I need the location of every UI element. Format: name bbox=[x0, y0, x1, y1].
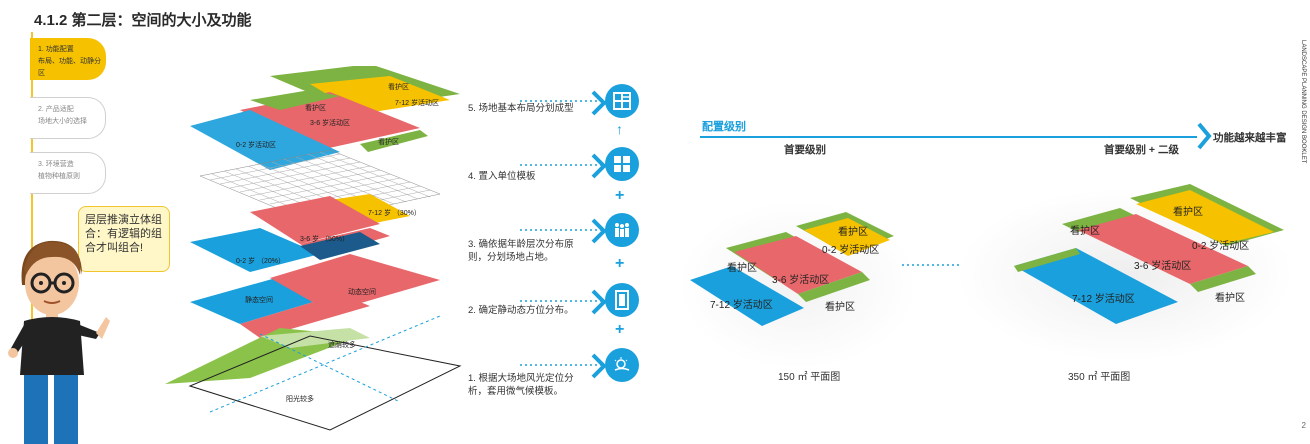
static-label: 静态空间 bbox=[245, 297, 273, 304]
zone-label: 看护区 bbox=[1070, 226, 1100, 237]
plan-large-caption: 350 ㎡ 平面图 bbox=[1068, 372, 1131, 383]
zone-label: 看护区 bbox=[305, 105, 326, 112]
people-icon bbox=[605, 213, 639, 247]
chevron-right-icon bbox=[591, 353, 607, 379]
level-1-label: 首要级别 bbox=[784, 144, 826, 156]
up-arrow-icon: ↑ bbox=[616, 121, 623, 137]
step-3-label: 3. 确依据年龄层次分布原则，分划场地占地。 bbox=[468, 239, 574, 263]
chevron-right-icon bbox=[591, 218, 607, 244]
zone-label: 看护区 bbox=[838, 227, 868, 238]
sun-label: 阳光较多 bbox=[286, 396, 314, 403]
age-label: 7-12 岁 （30%） bbox=[368, 210, 421, 217]
chevron-right-icon bbox=[591, 90, 607, 116]
plus-icon: + bbox=[615, 255, 625, 272]
zone-label: 7-12 岁活动区 bbox=[710, 300, 773, 311]
age-layer-yellow bbox=[330, 194, 410, 226]
zone-label: 看护区 bbox=[378, 139, 399, 146]
zone-label: 看护区 bbox=[825, 302, 855, 313]
top-layer-blue-zone bbox=[190, 110, 340, 170]
sidebar-step-1-title: 1. 功能配置 bbox=[38, 46, 74, 53]
chevron-right-icon bbox=[1197, 122, 1212, 150]
page-number: 2 bbox=[1301, 421, 1306, 430]
chevron-right-icon bbox=[591, 289, 607, 315]
age-label: 3-6 岁 （50%） bbox=[300, 236, 350, 243]
chevron-right-icon bbox=[591, 153, 607, 179]
zone-label: 看护区 bbox=[1215, 293, 1245, 304]
sidebar-step-2-subtitle: 场地大小的选择 bbox=[38, 118, 87, 125]
cartoon-character-illustration bbox=[8, 240, 110, 444]
plan-large-diagram bbox=[1014, 184, 1284, 324]
step-1-label: 1. 根据大场地风光定位分析，套用微气候模板。 bbox=[468, 373, 574, 397]
level-2-label: 首要级别 + 二级 bbox=[1104, 144, 1179, 156]
top-layer-green-strip bbox=[250, 90, 340, 110]
age-label: 0-2 岁 （20%） bbox=[236, 258, 286, 265]
step-4-label: 4. 置入单位模板 bbox=[468, 171, 536, 182]
age-layer-overlap bbox=[300, 232, 380, 260]
config-end-label: 功能越来越丰富 bbox=[1213, 132, 1287, 144]
dashed-axis-2 bbox=[259, 333, 401, 403]
vertical-side-text: LANDSCAPE PLANNING DESIGN BOOKLET bbox=[1300, 40, 1306, 164]
step-connectors bbox=[520, 100, 610, 366]
page-title: 4.1.2 第二层：空间的大小及功能 bbox=[34, 12, 252, 29]
shade-zone-light bbox=[260, 328, 370, 348]
zone-label: 0-2 岁活动区 bbox=[236, 142, 277, 149]
zone-label: 7-12 岁活动区 bbox=[395, 100, 439, 107]
zone-label: 0-2 岁活动区 bbox=[1192, 241, 1250, 252]
top-layer-green-strip-2 bbox=[360, 130, 428, 152]
age-layer-red bbox=[250, 196, 380, 244]
sidebar-step-1[interactable]: 1. 功能配置 布局、功能、动静分区 bbox=[30, 38, 106, 80]
sidebar-timeline bbox=[31, 32, 33, 442]
config-level-label: 配置级别 bbox=[702, 121, 746, 133]
climate-icon bbox=[605, 348, 639, 382]
zone-label: 看护区 bbox=[727, 263, 757, 274]
sidebar-step-2-title: 2. 产品适配 bbox=[38, 106, 74, 113]
plus-icon: + bbox=[615, 187, 625, 204]
grid-icon bbox=[605, 147, 639, 181]
layer-diagram bbox=[165, 66, 462, 431]
zone-label: 3-6 岁活动区 bbox=[1134, 261, 1192, 272]
zone-label: 7-12 岁活动区 bbox=[1072, 294, 1135, 305]
door-icon bbox=[605, 283, 639, 317]
dynamic-zone-lower bbox=[240, 294, 370, 338]
zone-label: 看护区 bbox=[388, 84, 409, 91]
sidebar-step-3-subtitle: 植物种植原则 bbox=[38, 173, 80, 180]
zone-label: 看护区 bbox=[1173, 207, 1203, 218]
zone-label: 3-6 岁活动区 bbox=[772, 275, 830, 286]
layout-icon bbox=[605, 84, 639, 118]
sidebar-step-1-subtitle: 布局、功能、动静分区 bbox=[38, 58, 101, 77]
age-layer-blue bbox=[190, 228, 320, 272]
light-frame bbox=[188, 335, 462, 431]
plus-icon: + bbox=[615, 321, 625, 338]
dynamic-label: 动态空间 bbox=[348, 289, 376, 296]
step-5-label: 5. 场地基本布局分划成型 bbox=[468, 103, 574, 114]
sidebar-step-3-title: 3. 环境营造 bbox=[38, 161, 74, 168]
zone-label: 3-6 岁活动区 bbox=[310, 120, 351, 127]
plan-small-caption: 150 ㎡ 平面图 bbox=[778, 372, 841, 383]
plan-small-diagram bbox=[690, 212, 894, 326]
config-arrow-line bbox=[700, 136, 1197, 138]
speech-bubble: 层层推演立体组合：有逻辑的组合才叫组合! bbox=[78, 206, 170, 272]
step-2-label: 2. 确定静动态方位分布。 bbox=[468, 305, 574, 316]
shade-label: 遮荫较多 bbox=[328, 342, 356, 349]
sidebar-step-2[interactable]: 2. 产品适配 场地大小的选择 bbox=[30, 97, 106, 139]
zone-label: 0-2 岁活动区 bbox=[822, 245, 880, 256]
sidebar-step-3[interactable]: 3. 环境营造 植物种植原则 bbox=[30, 152, 106, 194]
dynamic-zone bbox=[270, 254, 440, 312]
